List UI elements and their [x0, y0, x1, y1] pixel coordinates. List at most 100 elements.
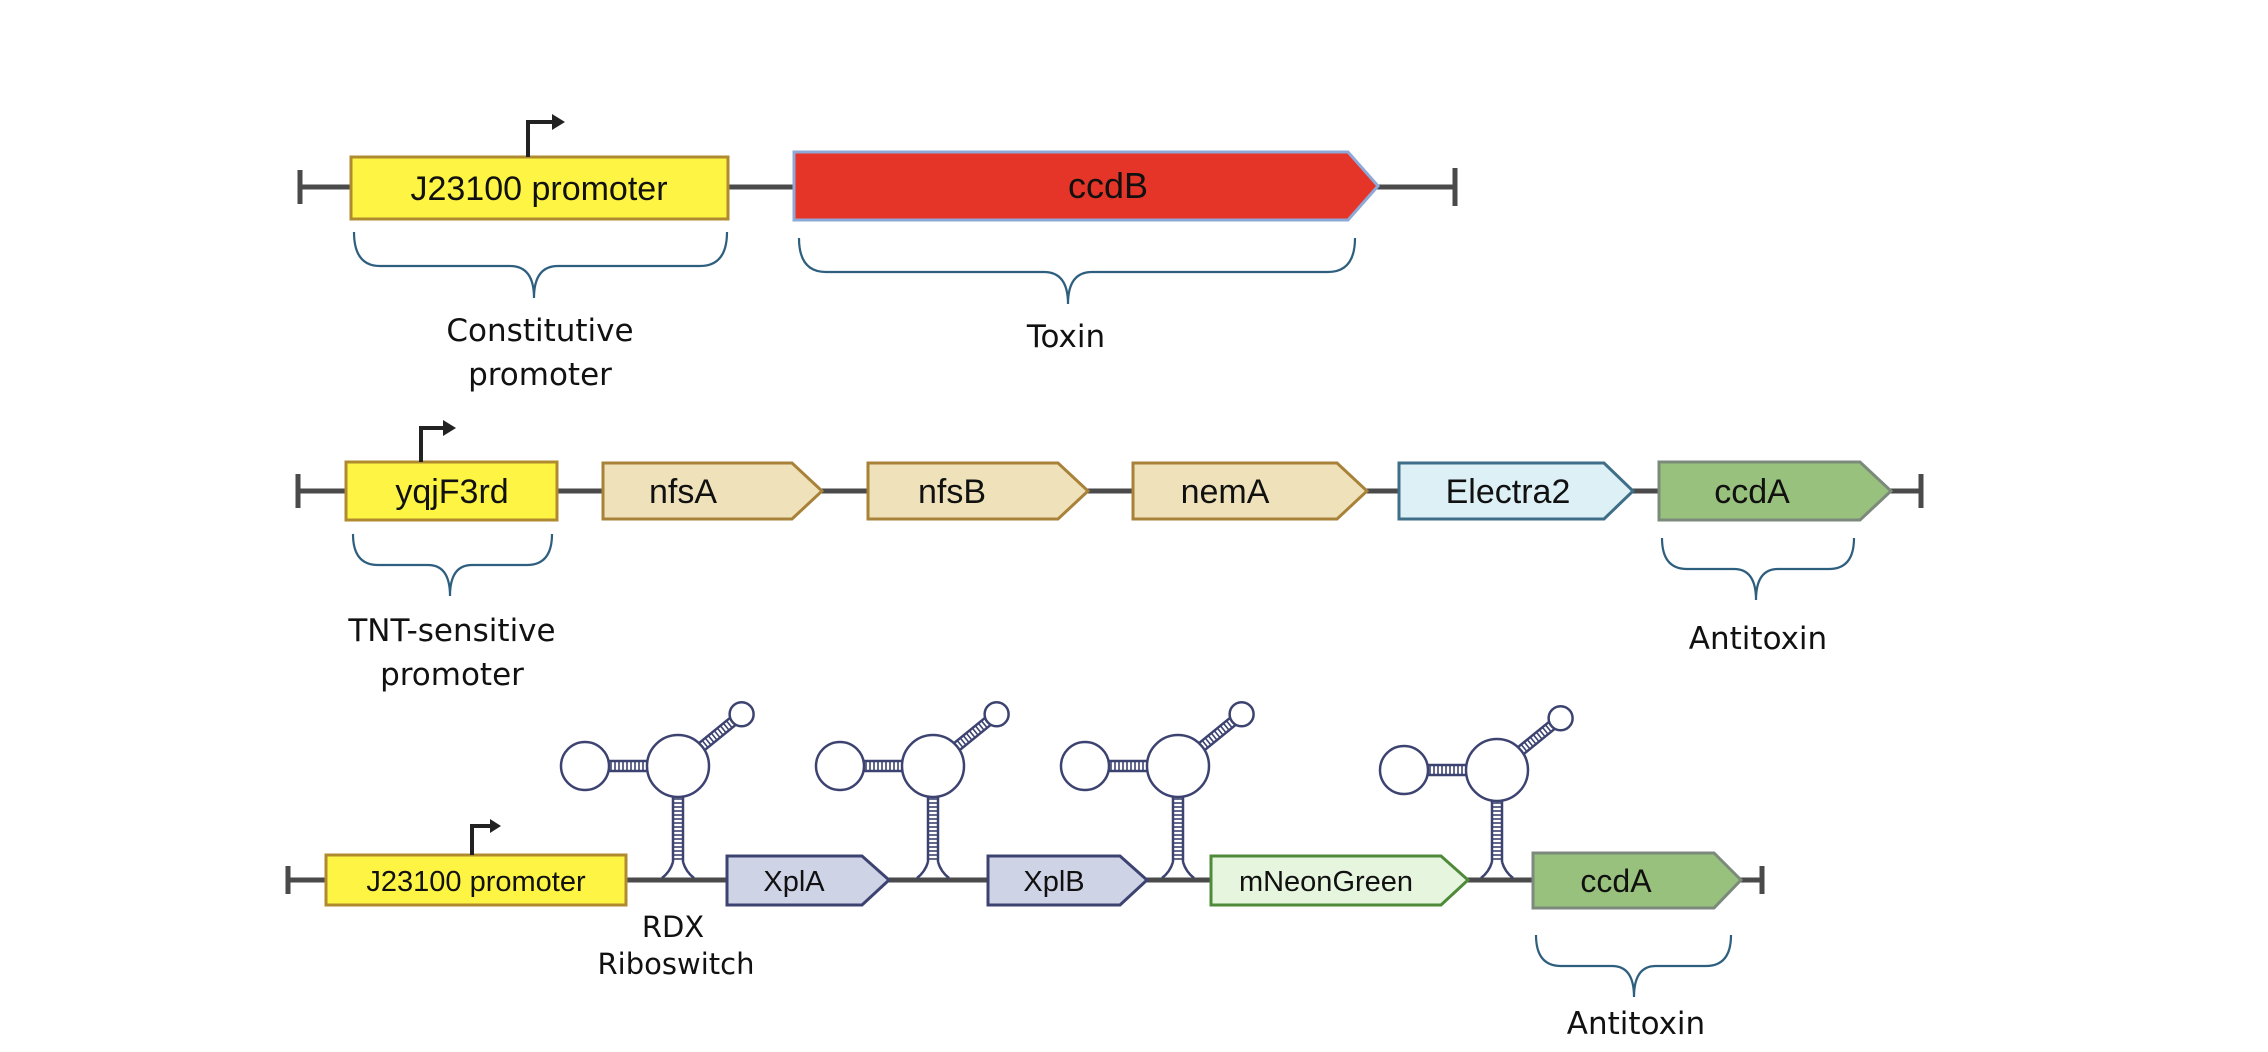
riboswitch-hairpin-icon [814, 701, 1010, 879]
caption-promoter-line1: Constitutive [446, 313, 633, 349]
part-label: nfsA [649, 473, 717, 511]
caption-promoter-line2: promoter [468, 357, 612, 393]
caption-riboswitch-line2: Riboswitch [598, 947, 755, 981]
base-pair [701, 739, 709, 748]
base-pair [1544, 724, 1552, 733]
cds-arrow [1211, 856, 1468, 905]
base-pair [707, 735, 715, 744]
caption-riboswitch-line1: RDX [642, 910, 704, 944]
left-loop [814, 740, 866, 792]
part-label: ccdA [1714, 473, 1790, 511]
promoter-box [346, 462, 557, 520]
cds-outline [986, 854, 1150, 907]
base-pair [1204, 737, 1212, 746]
promoter-outline [349, 155, 730, 221]
promoter-box [326, 855, 626, 905]
mNeonGreen-part: mNeonGreen [1209, 854, 1471, 907]
cds-outline [1209, 854, 1471, 907]
base-pair [971, 727, 979, 736]
promoter-part: J23100 promoter [324, 853, 628, 907]
stem-foot [1500, 861, 1514, 879]
part-label: nfsB [918, 473, 986, 511]
riboswitch-hairpin-icon [1059, 701, 1255, 879]
part-label: XplA [763, 866, 825, 898]
stem-foot [936, 861, 950, 879]
top-loop [1547, 705, 1574, 732]
cds-arrow [603, 463, 822, 519]
part-label: mNeonGreen [1239, 866, 1413, 898]
base-pair [965, 732, 973, 741]
top-loop [1228, 701, 1255, 728]
part-label: J23100 promoter [366, 866, 586, 898]
base-pair [713, 730, 721, 739]
cds-arrow [988, 856, 1147, 905]
tss-arrow-icon [526, 120, 556, 157]
base-pair [1225, 720, 1233, 729]
base-pair [1210, 732, 1218, 741]
base-pair [1529, 736, 1537, 745]
cds-outline [1657, 460, 1894, 522]
tss-arrowhead-icon [552, 114, 565, 130]
caption-promoter-line1: TNT-sensitive [347, 613, 555, 649]
base-pair [1201, 739, 1209, 748]
riboswitch-hairpin-icon [1378, 705, 1574, 879]
construct-2: yqjF3rd nfsA nfsB nemA Electra2 ccdA [295, 420, 1924, 693]
nemA-part: nemA [1131, 461, 1370, 521]
construct-1: J23100 promoter ccdB Constitutive promot… [297, 114, 1458, 393]
junction-loop [1145, 733, 1211, 799]
stem-foot [661, 861, 675, 879]
left-loop [1059, 740, 1111, 792]
base-pair [725, 720, 733, 729]
brace-promoter [351, 533, 554, 597]
promoter-outline [344, 460, 559, 522]
stem-foot [1480, 861, 1494, 879]
cds-arrow [1133, 463, 1367, 519]
base-pair [1222, 722, 1230, 731]
part-label: ccdA [1580, 863, 1652, 899]
base-pair [716, 727, 724, 736]
cds-arrow [794, 152, 1378, 220]
junction-loop [645, 733, 711, 799]
base-pair [1526, 739, 1534, 748]
base-pair [980, 720, 988, 729]
riboswitch-hairpin-icon [559, 701, 755, 879]
base-pair [956, 739, 964, 748]
cds-arrow [1399, 463, 1633, 519]
cds-arrow [727, 856, 889, 905]
cds-outline [1531, 851, 1744, 910]
base-pair [1213, 730, 1221, 739]
nfsA-part: nfsA [601, 461, 825, 521]
cds-arrow [868, 463, 1088, 519]
ccdA-part: ccdA [1531, 851, 1744, 910]
caption-promoter-line2: promoter [380, 657, 524, 693]
construct-3: J23100 promoter XplA XplB mNeonGreen ccd… [285, 701, 1765, 1042]
part-label: XplB [1023, 866, 1084, 898]
cds-outline [601, 461, 825, 521]
base-pair [1520, 743, 1528, 752]
stem-foot [681, 861, 695, 879]
part-label: Electra2 [1446, 473, 1571, 511]
cds-outline [1131, 461, 1370, 521]
base-pair [1532, 734, 1540, 743]
ccdA-part: ccdA [1657, 460, 1894, 522]
XplA-part: XplA [725, 854, 892, 907]
part-label: J23100 promoter [410, 170, 667, 208]
toxin-part: ccdB [792, 150, 1381, 222]
cds-outline [792, 150, 1381, 222]
stem-foot [1161, 861, 1175, 879]
base-pair [968, 730, 976, 739]
brace-antitoxin [1660, 537, 1856, 601]
cds-arrow [1533, 853, 1741, 908]
base-pair [722, 722, 730, 731]
base-pair [977, 722, 985, 731]
tss-arrow-icon [470, 824, 494, 855]
promoter-box [351, 157, 728, 219]
base-pair [1219, 725, 1227, 734]
cds-outline [725, 854, 892, 907]
base-pair [962, 735, 970, 744]
cds-arrow [1659, 462, 1891, 520]
part-label: ccdB [1068, 165, 1148, 206]
junction-loop [900, 733, 966, 799]
base-pair [974, 725, 982, 734]
